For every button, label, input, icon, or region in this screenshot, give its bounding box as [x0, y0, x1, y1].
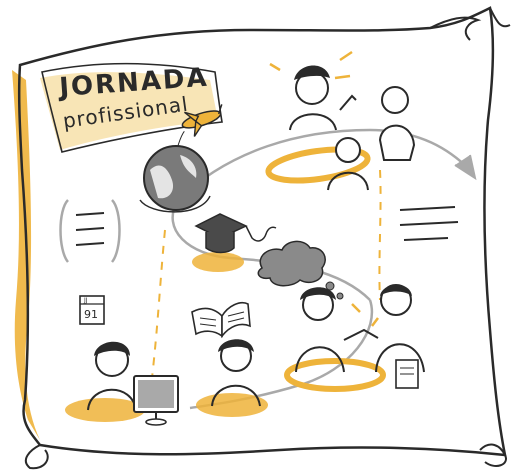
calendar-month: JJ	[83, 297, 88, 304]
paper-banner	[12, 6, 511, 470]
title-block: JORNADA profissional	[40, 62, 223, 153]
banner-bottom-left-curl	[24, 444, 49, 470]
graduation-cap-icon	[192, 213, 277, 272]
notebook-icon	[395, 359, 419, 389]
title-frame	[41, 62, 223, 153]
calendar-day: 91	[84, 308, 98, 321]
banner-bottom-right-curl	[479, 443, 507, 467]
meeting-scene	[265, 50, 416, 191]
thought-cloud-icon	[257, 240, 344, 300]
list-lines-right	[399, 206, 459, 241]
banner-right-curl	[489, 7, 511, 28]
calendar-icon: JJ 91	[79, 295, 105, 325]
airplane-icon	[175, 104, 223, 152]
computer-worker-scene	[65, 341, 179, 426]
reading-student-scene	[196, 339, 268, 417]
banner-top-curl	[429, 16, 482, 41]
meeting-highlight	[265, 146, 371, 184]
dashed-guide-left	[149, 229, 166, 396]
banner-outline	[17, 6, 507, 457]
dashed-guide-right	[378, 169, 382, 301]
open-book-icon	[191, 301, 251, 339]
path-arrow-icon	[454, 154, 477, 181]
computer-monitor-icon	[133, 375, 179, 426]
title-highlight	[40, 72, 218, 150]
path-line-top	[177, 128, 471, 201]
handshake-scene	[284, 284, 425, 392]
globe-icon	[139, 145, 211, 213]
list-lines-icon	[59, 199, 121, 263]
